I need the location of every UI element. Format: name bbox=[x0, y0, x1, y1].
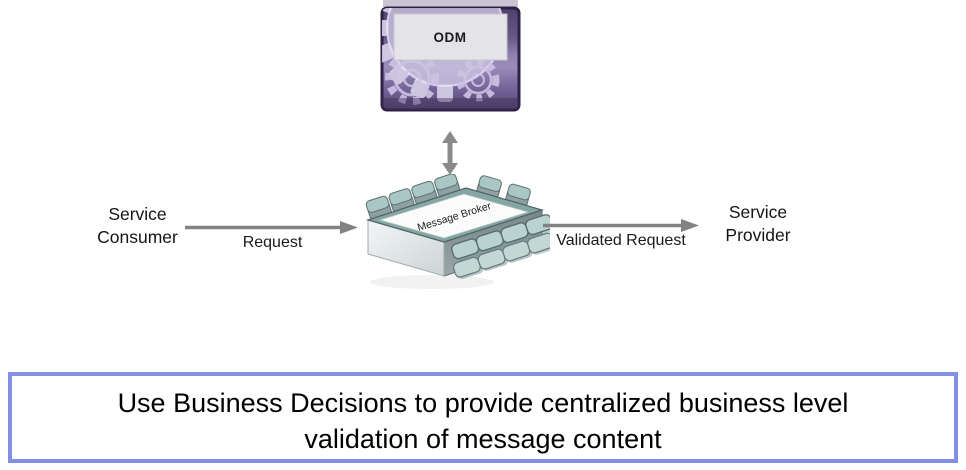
odm-graphic: ODM bbox=[380, 0, 521, 112]
caption-line1: Use Business Decisions to provide centra… bbox=[117, 388, 849, 418]
caption-box: Use Business Decisions to provide centra… bbox=[8, 372, 958, 463]
small-gear-icon bbox=[456, 58, 500, 102]
service-consumer-line1: Service bbox=[108, 204, 167, 224]
caption-line2: validation of message content bbox=[304, 424, 662, 454]
request-arrow bbox=[185, 221, 358, 234]
message-broker-graphic: Message Broker bbox=[365, 174, 550, 289]
odm-label-box: ODM bbox=[393, 13, 508, 61]
validated-request-arrow bbox=[543, 219, 699, 232]
service-consumer-line2: Consumer bbox=[97, 227, 178, 247]
odm-top-strip bbox=[383, 0, 518, 7]
broker-top-face: Message Broker bbox=[365, 187, 545, 243]
validated-request-arrow-label: Validated Request bbox=[556, 232, 686, 249]
small-gear-icon bbox=[385, 51, 439, 105]
broker-pins bbox=[451, 214, 550, 279]
service-provider-line1: Service bbox=[728, 202, 788, 222]
odm-label: ODM bbox=[434, 30, 467, 45]
odm-broker-double-arrow bbox=[442, 131, 458, 175]
service-provider-line2: Provider bbox=[725, 225, 791, 245]
service-provider-label: Service Provider bbox=[688, 201, 828, 247]
service-consumer-label: Service Consumer bbox=[60, 203, 215, 249]
request-arrow-label: Request bbox=[242, 234, 303, 251]
